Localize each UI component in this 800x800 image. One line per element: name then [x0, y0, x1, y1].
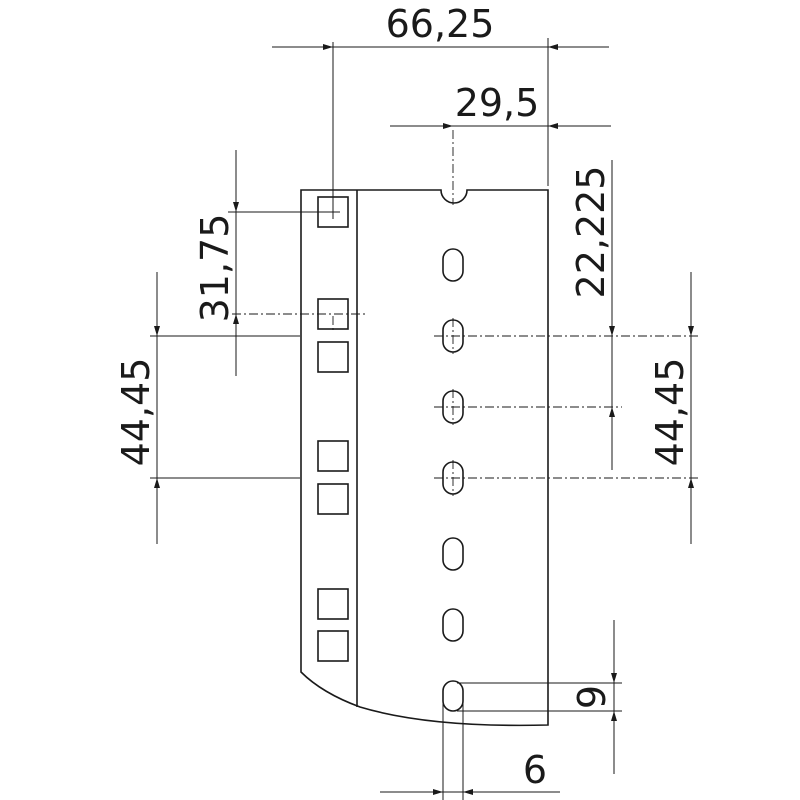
- square-hole: [317, 440, 349, 472]
- center-lines: [232, 130, 700, 496]
- rail-outline: [300, 189, 549, 727]
- dim-unit-pitch-right: 44,45: [648, 358, 692, 467]
- square-holes: [317, 196, 349, 662]
- square-hole: [317, 630, 349, 662]
- square-hole: [317, 588, 349, 620]
- square-hole: [317, 341, 349, 373]
- dim-overall-width: 66,25: [386, 2, 495, 46]
- dim-hole-offset: 29,5: [455, 81, 540, 125]
- dim-unit-pitch-left: 44,45: [114, 358, 158, 467]
- dim-square-hole-offset: 31,75: [193, 214, 237, 323]
- oblong-slot: [442, 680, 464, 712]
- oblong-slot: [442, 248, 464, 282]
- rail-profile: [300, 189, 549, 727]
- oblong-slot: [442, 608, 464, 642]
- dim-half-pitch: 22,225: [569, 166, 613, 299]
- oblong-slot: [442, 537, 464, 571]
- square-hole: [317, 483, 349, 515]
- dim-slot-length: 9: [570, 685, 614, 709]
- dimension-lines: [154, 44, 694, 795]
- extension-lines: [150, 38, 622, 800]
- dimension-labels: 66,25 29,5 31,75 44,45 22,225 44,45 9 6: [114, 2, 692, 792]
- dim-slot-width: 6: [523, 748, 547, 792]
